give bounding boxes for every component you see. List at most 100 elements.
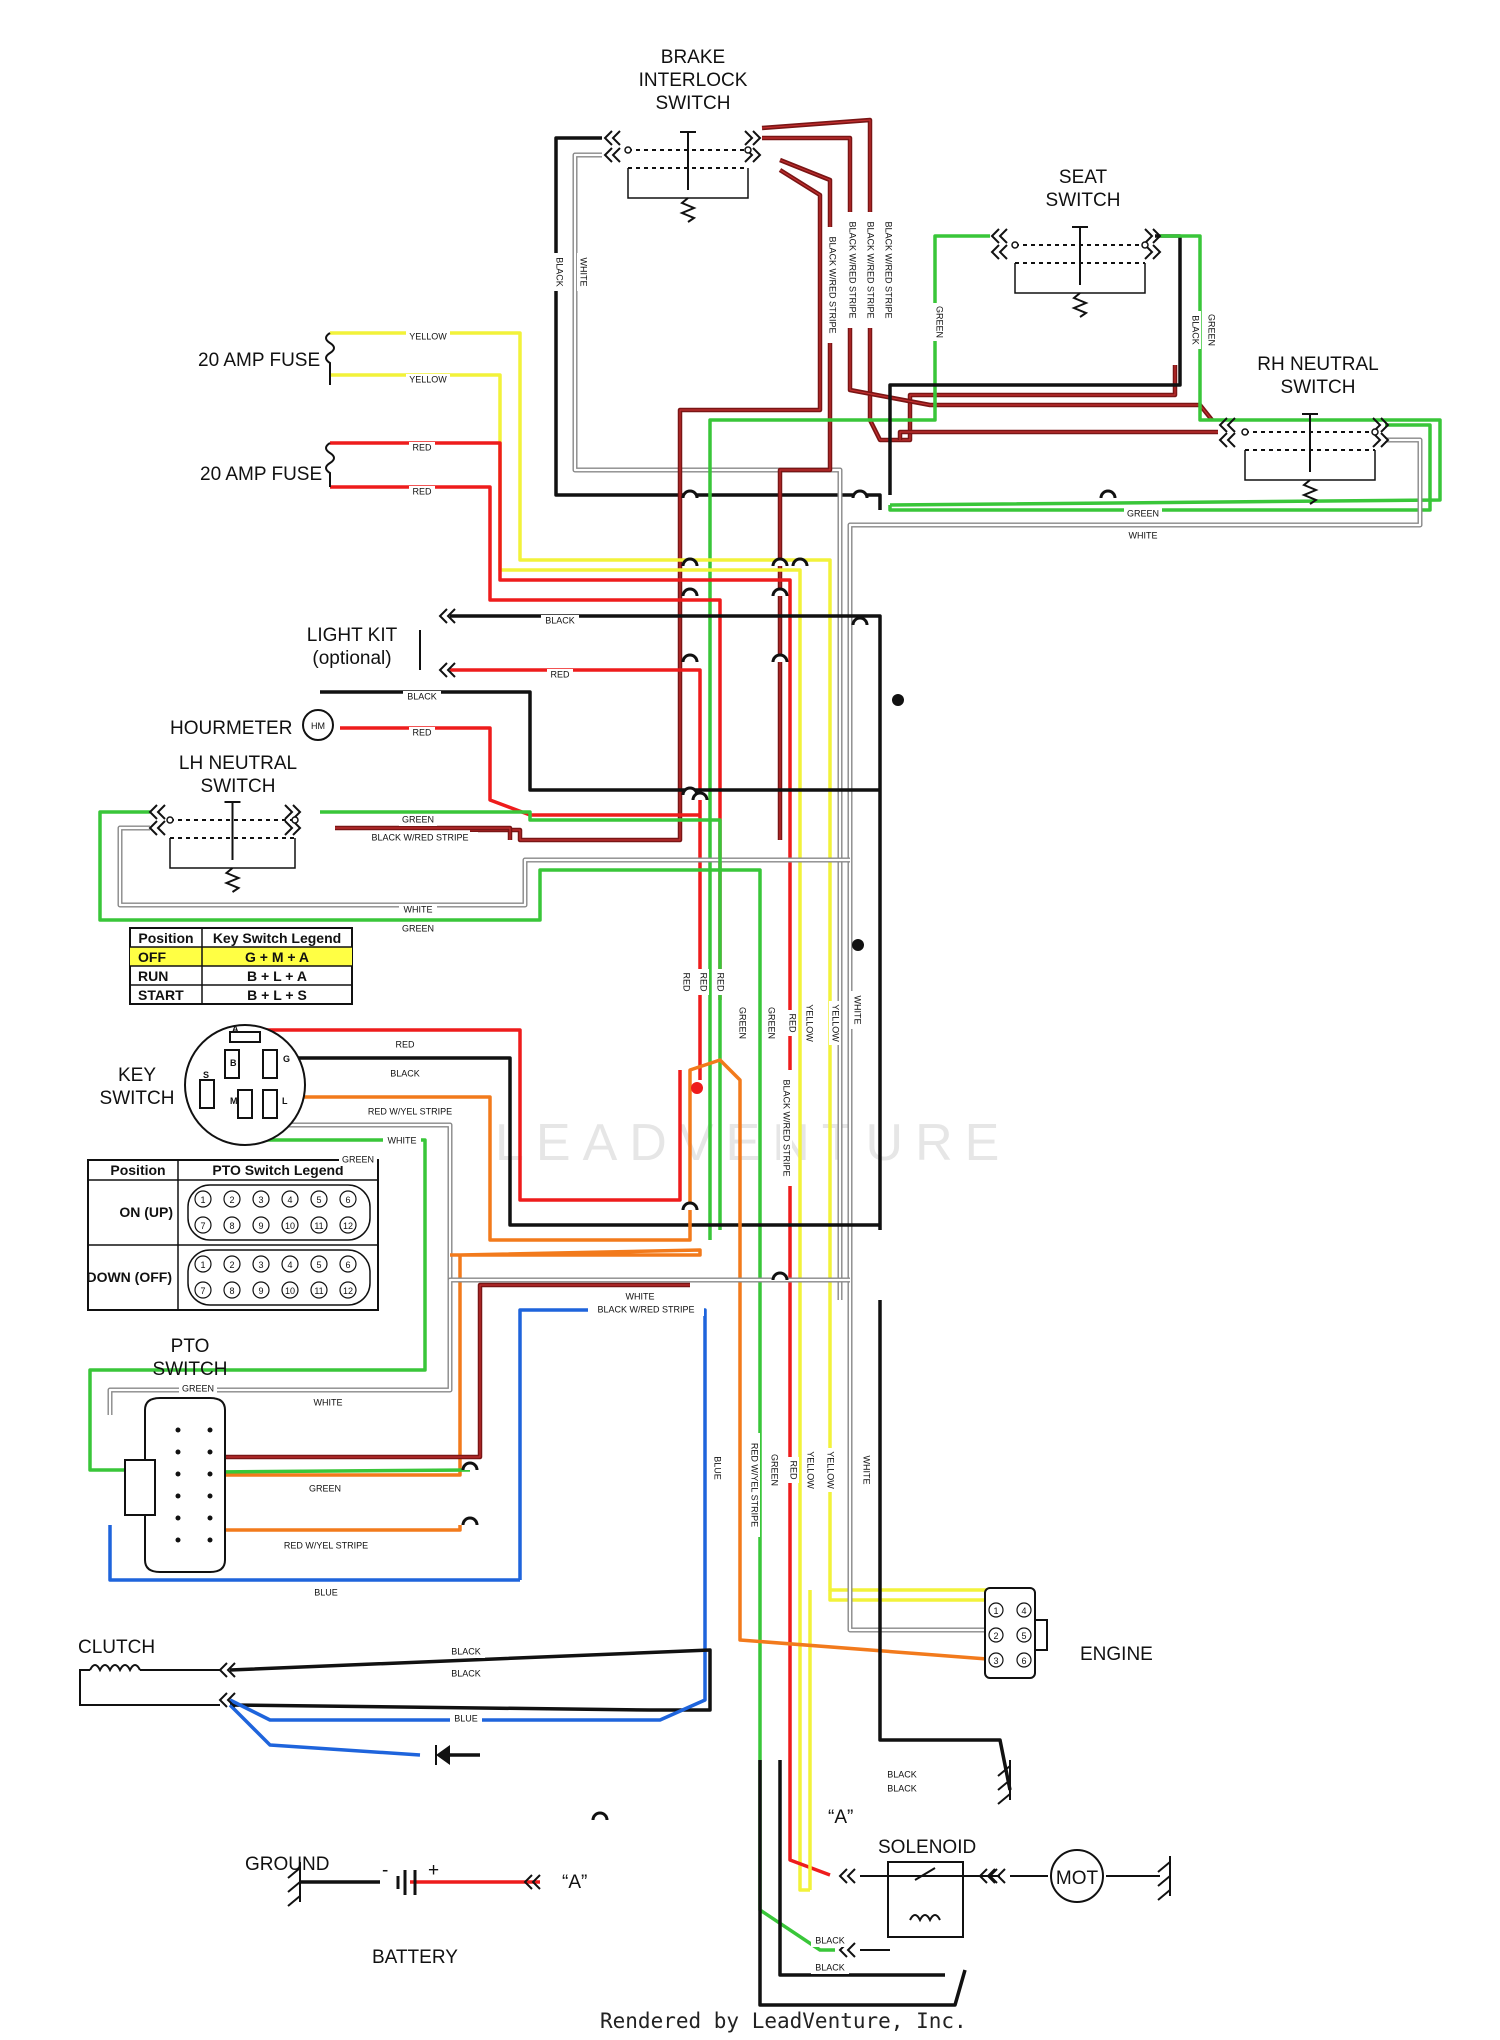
wire-crossover	[771, 587, 789, 597]
pto-pin	[252, 1216, 270, 1234]
battery-ground-hatch	[287, 1867, 301, 1879]
pto-switch-pin	[207, 1515, 213, 1521]
chassis-ground-hatch	[997, 1765, 1011, 1777]
hourmeter-hm-text: HM	[311, 721, 325, 731]
light-black	[450, 614, 882, 1230]
wire-label-bg	[399, 904, 437, 916]
wire-label-bg	[339, 1154, 377, 1166]
wire-label-bg	[933, 303, 945, 341]
ground-label: GROUND	[245, 1854, 329, 1875]
wire-body	[888, 423, 1432, 512]
pto-pin-label: 9	[258, 1286, 263, 1296]
wire-label-h: BLACK	[451, 1646, 481, 1656]
engine-pin	[1016, 1652, 1032, 1668]
connector-chevron	[990, 228, 1000, 244]
pto-pin	[194, 1281, 212, 1299]
connector-chevron	[611, 147, 621, 163]
engine-pin-label: 4	[1021, 1606, 1026, 1616]
connector-chevron	[998, 228, 1008, 244]
wire-body	[209, 1468, 471, 1474]
key-switch-label-line: KEY	[118, 1065, 156, 1086]
wire-label-bg	[765, 1004, 777, 1042]
pto-pin	[281, 1216, 299, 1234]
wire-crossover	[1099, 489, 1117, 499]
key-terminal-b	[224, 1049, 240, 1079]
pto-pin-label: 10	[285, 1221, 295, 1231]
wire-label-bg	[864, 212, 876, 328]
switch-spring	[1301, 479, 1319, 505]
wire-label-v: BLACK W/RED STRIPE	[782, 1079, 792, 1176]
wire-crossover	[591, 1811, 609, 1821]
key-legend-value: B + L + S	[247, 987, 307, 1003]
engine-pin-label: 6	[1021, 1656, 1026, 1666]
wire-label-v: RED	[699, 972, 709, 992]
wire-label-bg	[309, 1397, 347, 1409]
wire-body	[708, 234, 990, 1240]
footer-credit: Rendered by LeadVenture, Inc.	[600, 2009, 967, 2033]
wire-body	[450, 668, 702, 1080]
wire-label-bg	[447, 1668, 485, 1680]
wire-label-v: WHITE	[853, 996, 863, 1025]
wire-label-bg	[826, 227, 838, 343]
brake-white-wire	[572, 152, 843, 1300]
connector-chevron	[1380, 432, 1390, 448]
wire-label-v: BLACK W/RED STRIPE	[866, 221, 876, 318]
connector-chevron	[744, 130, 754, 146]
wire-label-h: BLACK	[815, 1962, 845, 1972]
pto-pin	[281, 1190, 299, 1208]
seat-switch-label-line: SWITCH	[1046, 190, 1121, 211]
lh-green-right	[320, 810, 722, 1230]
wire-crossover	[771, 653, 789, 663]
chassis-ground-hatch	[997, 1793, 1011, 1805]
wire-label-v: WHITE	[579, 258, 589, 287]
wire-body	[758, 1760, 967, 2007]
wire-body	[98, 810, 762, 1290]
engine-pin	[1016, 1602, 1032, 1618]
battery-ground-hatch	[287, 1881, 301, 1893]
chassis-ground-hatch	[997, 1779, 1011, 1791]
connector-chevron	[990, 244, 1000, 260]
pto-pin-label: 3	[258, 1195, 263, 1205]
pto-pin-label: 12	[343, 1286, 353, 1296]
switch-spring	[1071, 292, 1089, 318]
wire-label-h: GREEN	[402, 814, 434, 824]
pto-pin	[339, 1216, 357, 1234]
engine-label: ENGINE	[1080, 1644, 1153, 1665]
connector-chevron	[846, 1868, 856, 1884]
pto-switch-label-line: SWITCH	[153, 1359, 228, 1380]
seat-green-wire	[708, 234, 990, 1240]
wire-crossover	[691, 791, 709, 801]
wire-label-bg	[811, 1935, 849, 1947]
wire-label-v: BLACK W/RED STRIPE	[884, 221, 894, 318]
pto-pin-label: 11	[314, 1286, 323, 1296]
rh-neutral-switch	[1241, 413, 1379, 505]
wire-label-h: BLACK	[390, 1068, 420, 1078]
wire-label-bg	[846, 212, 858, 328]
wire-body	[554, 136, 882, 510]
pto-pin-block	[187, 1249, 371, 1306]
wire-crossover	[681, 557, 699, 567]
lh-neutral-label-line: SWITCH	[201, 776, 276, 797]
wire-label-bg	[768, 1451, 780, 1489]
wire-label-bg	[711, 1452, 723, 1484]
wire-body	[761, 117, 1178, 443]
wire-label-h: GREEN	[309, 1483, 341, 1493]
pto-legend-header-position: Position	[110, 1162, 165, 1178]
wire-label-h: WHITE	[404, 904, 433, 914]
connector-chevron	[284, 804, 294, 820]
wire-label-bg	[1124, 530, 1162, 542]
pto-switch-tab	[124, 1459, 156, 1516]
connector-chevron	[446, 608, 456, 624]
switch-terminal	[1141, 241, 1149, 249]
motor-symbol	[1050, 1849, 1104, 1903]
pto-white-bus	[447, 1277, 850, 1385]
wire-label-v: YELLOW	[831, 1004, 841, 1042]
switch-terminal	[291, 816, 299, 824]
wire-label-bg	[1205, 311, 1217, 349]
connector-chevron	[148, 820, 158, 836]
motor-ground-hatch	[1157, 1861, 1171, 1873]
